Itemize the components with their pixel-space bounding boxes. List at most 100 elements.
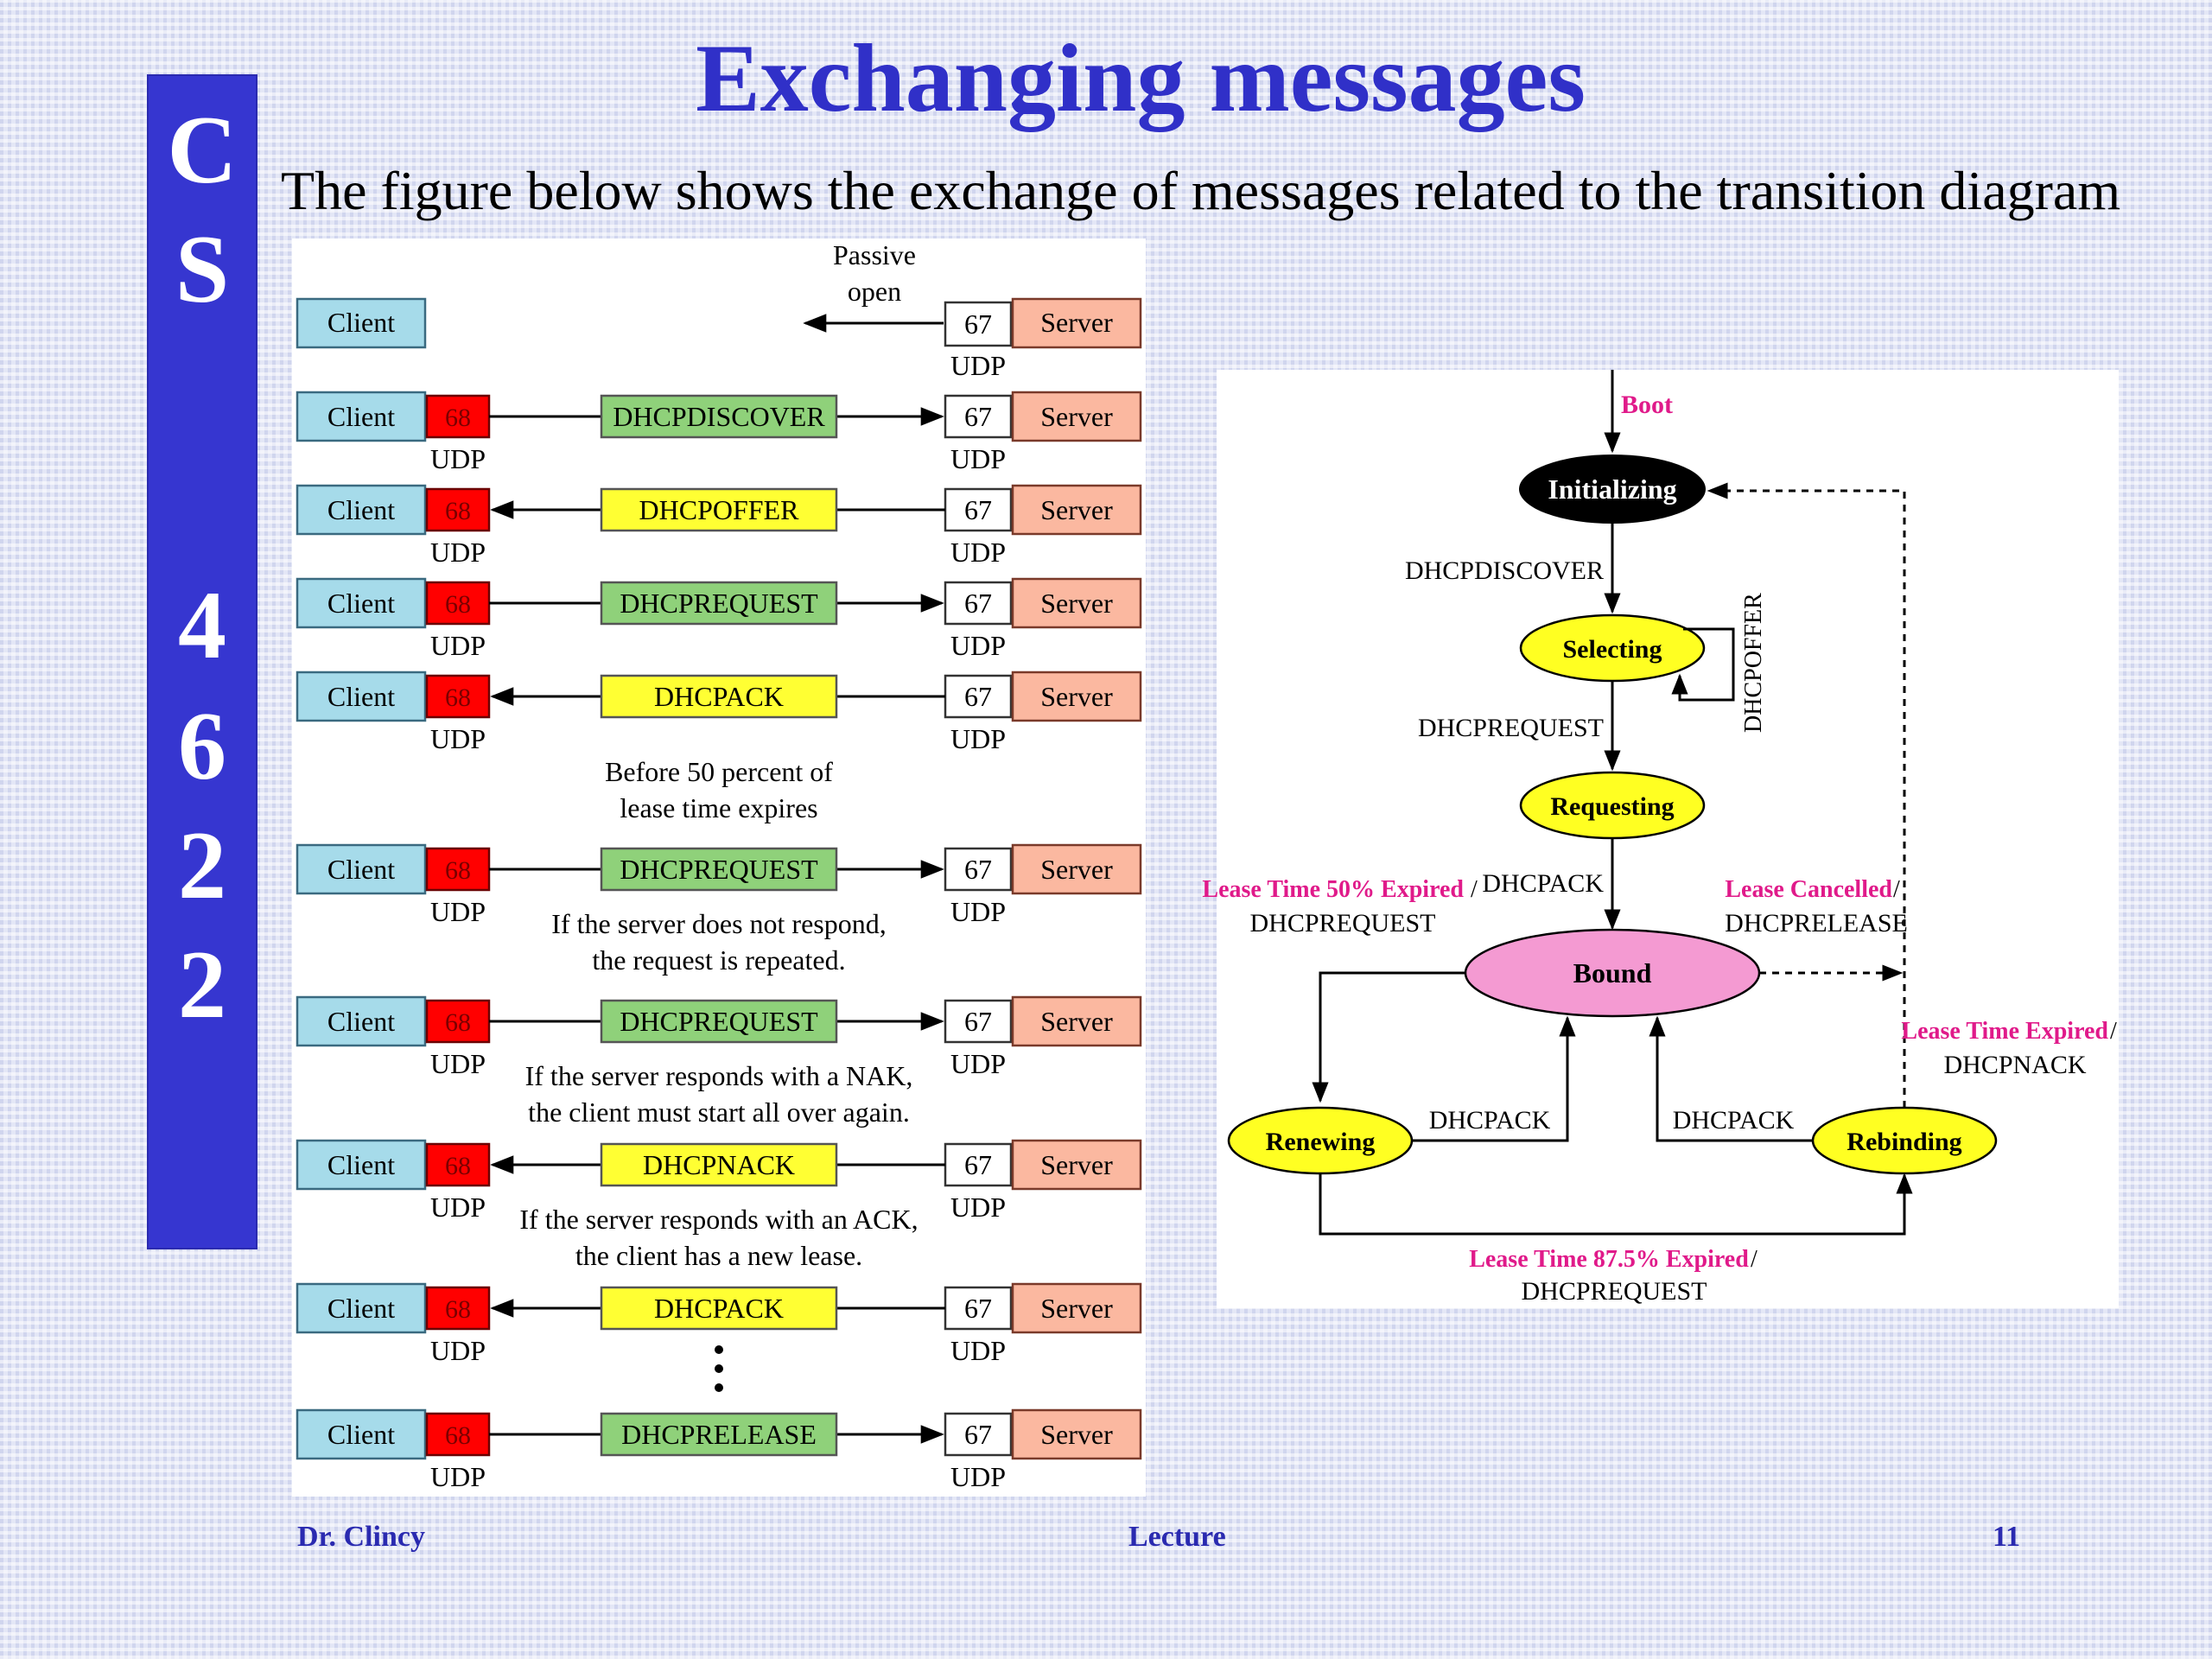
server-port-label: 67	[964, 1149, 992, 1180]
server-box	[1011, 1139, 1142, 1191]
server-udp-label: UDP	[950, 443, 1006, 474]
lease-expired-label: Lease Time Expired	[1901, 1018, 2108, 1045]
sidebar-digit-2a: 2	[178, 812, 226, 919]
ellipsis-dot	[715, 1364, 723, 1373]
boot-label: Boot	[1621, 391, 1673, 419]
client-port-box	[425, 674, 491, 719]
client-port-label: 68	[445, 497, 471, 525]
server-box	[1011, 1408, 1142, 1460]
sidebar-letter-c: C	[167, 97, 238, 204]
message-box	[600, 1412, 838, 1457]
lease-cancelled-slash: /	[1893, 876, 1900, 903]
lease-expired-msg: DHCPNACK	[1943, 1051, 2086, 1079]
server-udp-label: UDP	[950, 1048, 1006, 1079]
client-box	[296, 843, 427, 895]
client-udp-label: UDP	[430, 896, 486, 927]
message-sequence-panel: Passive open Client 67 Server UDP Client…	[292, 238, 1146, 1497]
client-port-label: 68	[445, 683, 471, 712]
server-port-label: 67	[964, 1006, 992, 1037]
message-label: DHCPACK	[654, 681, 784, 712]
client-port-box	[425, 1286, 491, 1331]
rebind-ack-label: DHCPACK	[1673, 1106, 1795, 1135]
passive-open-line1: Passive	[833, 239, 916, 270]
client-port-label: 68	[445, 404, 471, 432]
client-box	[296, 391, 427, 442]
client-udp-label: UDP	[430, 537, 486, 568]
server-port-label: 67	[964, 401, 992, 432]
lease-expired-slash: /	[2110, 1018, 2117, 1045]
message-sequence-diagram: Passive open Client 67 Server UDP Client…	[296, 239, 1142, 1492]
server-label: Server	[1040, 1419, 1113, 1450]
server-label: Server	[1040, 1006, 1113, 1037]
slide-subtitle: The figure below shows the exchange of m…	[281, 160, 2121, 221]
client-port-label: 68	[445, 1421, 471, 1450]
server-port-box	[944, 1412, 1013, 1457]
footer-author: Dr. Clincy	[297, 1521, 425, 1553]
server-udp-label: UDP	[950, 1192, 1006, 1223]
client-label: Client	[327, 681, 395, 712]
renewing-to-rebinding-arrow	[1319, 1173, 1913, 1236]
client-label: Client	[327, 854, 395, 885]
client-label: Client	[327, 588, 395, 619]
server-box	[1011, 671, 1142, 722]
renewing-to-bound-arrow	[1412, 1015, 1576, 1142]
note-ack-line2: the client has a new lease.	[575, 1240, 862, 1271]
server-box	[1011, 391, 1142, 442]
client-port-label: 68	[445, 1152, 471, 1180]
slide-title: Exchanging messages	[696, 25, 1586, 132]
server-port-box	[944, 847, 1013, 892]
note-before-50-line1: Before 50 percent of	[605, 756, 833, 787]
lease-cancelled-label: Lease Cancelled	[1725, 876, 1892, 903]
sidebar-digit-4: 4	[178, 572, 226, 679]
bound-to-renewing-arrow	[1312, 971, 1465, 1103]
client-port-label: 68	[445, 1008, 471, 1037]
server-udp-label: UDP	[950, 1335, 1006, 1366]
client-udp-label: UDP	[430, 723, 486, 754]
message-label: DHCPREQUEST	[620, 854, 818, 885]
lease50-msg: DHCPREQUEST	[1249, 909, 1435, 938]
client-label: Client	[327, 1293, 395, 1324]
server-label: Server	[1040, 307, 1113, 338]
server-port-label: 67	[964, 681, 992, 712]
server-box	[1011, 297, 1142, 349]
server-label: Server	[1040, 401, 1113, 432]
discover-label: DHCPDISCOVER	[1405, 556, 1604, 585]
message-box	[600, 1142, 838, 1187]
client-box	[296, 1282, 427, 1334]
server-box	[1011, 484, 1142, 536]
client-port-box	[425, 487, 491, 532]
message-box	[600, 487, 838, 532]
server-udp-label: UDP	[950, 537, 1006, 568]
message-label: DHCPOFFER	[639, 494, 800, 525]
server-label: Server	[1040, 1149, 1113, 1180]
server-port-label: 67	[964, 308, 992, 340]
client-port-box	[425, 1142, 491, 1187]
offer-label: DHCPOFFER	[1740, 593, 1767, 733]
lease50-slash: /	[1471, 876, 1478, 903]
client-udp-label: UDP	[430, 1461, 486, 1492]
message-box	[600, 581, 838, 626]
server-label: Server	[1040, 1293, 1113, 1324]
state-bound-label: Bound	[1573, 957, 1652, 988]
server-label: Server	[1040, 854, 1113, 885]
udp-label: UDP	[950, 350, 1006, 381]
server-port-box	[944, 999, 1013, 1044]
client-box	[296, 995, 427, 1047]
server-port-box	[944, 487, 1013, 532]
note-no-respond-line1: If the server does not respond,	[551, 908, 886, 939]
server-port-label: 67	[964, 494, 992, 525]
server-udp-label: UDP	[950, 630, 1006, 661]
renew-ack-label: DHCPACK	[1429, 1106, 1551, 1135]
server-box	[1011, 843, 1142, 895]
message-label: DHCPREQUEST	[620, 1006, 818, 1037]
client-port-label: 68	[445, 590, 471, 619]
client-label: Client	[327, 307, 395, 338]
ellipsis-dot	[715, 1345, 723, 1354]
server-port-box	[944, 301, 1013, 347]
client-port-box	[425, 581, 491, 626]
state-renewing-label: Renewing	[1266, 1128, 1376, 1156]
request-label: DHCPREQUEST	[1418, 714, 1604, 742]
client-udp-label: UDP	[430, 1048, 486, 1079]
ack-label: DHCPACK	[1482, 869, 1604, 898]
server-label: Server	[1040, 588, 1113, 619]
